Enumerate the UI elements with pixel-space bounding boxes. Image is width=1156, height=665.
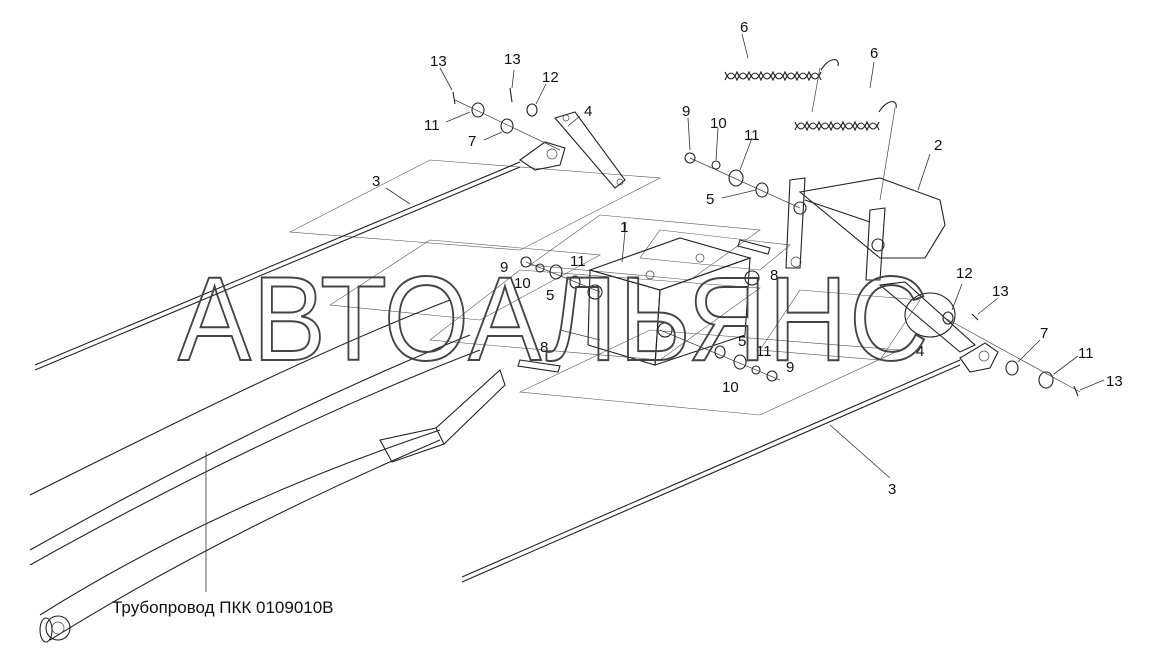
callout-4-upper: 4	[584, 103, 592, 120]
callout-13-right-upper: 13	[992, 283, 1009, 300]
callouts: 1 2 3 3 4 4 5 5 5 6 6 7 7 8 8 9 9 9 10 1…	[372, 19, 1123, 498]
callout-13-mid: 13	[504, 51, 521, 68]
callout-10-lower: 10	[722, 379, 739, 396]
callout-11-lower: 11	[756, 343, 772, 360]
callout-7-right: 7	[1040, 325, 1048, 342]
pipeline-tubes	[29, 299, 506, 643]
callout-11-right: 11	[1078, 345, 1094, 362]
callout-11-upper-left: 11	[424, 117, 440, 134]
callout-9-lower: 9	[786, 359, 794, 376]
callout-9-center: 9	[500, 259, 508, 276]
housing-2	[785, 177, 946, 281]
lever-4-upper	[554, 111, 626, 189]
callout-9-top: 9	[682, 103, 690, 120]
callout-10-top: 10	[710, 115, 727, 132]
callout-1: 1	[620, 219, 628, 236]
callout-4-lower: 4	[916, 343, 924, 360]
explode-axes	[454, 99, 1081, 393]
callout-10-center: 10	[514, 275, 531, 292]
callout-5-right: 5	[706, 191, 714, 208]
callout-8-left: 8	[540, 339, 548, 356]
callout-3-upper: 3	[372, 173, 380, 190]
callout-12-upper: 12	[542, 69, 559, 86]
leader-lines	[205, 33, 1105, 592]
bracket-1	[587, 237, 760, 366]
watermark: АВТОАЛЬЯНС	[178, 252, 930, 386]
callout-2: 2	[934, 137, 942, 154]
callout-13-right-lower: 13	[1106, 373, 1123, 390]
callout-5-lower: 5	[738, 333, 746, 350]
callout-6-right: 6	[870, 45, 878, 62]
pipeline-caption: Трубопровод ПКК 0109010В	[112, 598, 334, 617]
callout-3-lower: 3	[888, 481, 896, 498]
callout-8-right: 8	[770, 267, 778, 284]
callout-12-right: 12	[956, 265, 973, 282]
callout-13-left: 13	[430, 53, 447, 70]
rod-3-upper	[34, 141, 566, 371]
callout-11-center: 11	[570, 253, 586, 270]
rod-3-lower	[461, 342, 999, 583]
springs-6	[724, 59, 897, 201]
callout-7-upper: 7	[468, 133, 476, 150]
callout-5-center: 5	[546, 287, 554, 304]
construction-planes	[288, 159, 921, 416]
callout-11-top: 11	[744, 127, 760, 144]
callout-6-top: 6	[740, 19, 748, 36]
lever-4-lower	[878, 281, 976, 353]
